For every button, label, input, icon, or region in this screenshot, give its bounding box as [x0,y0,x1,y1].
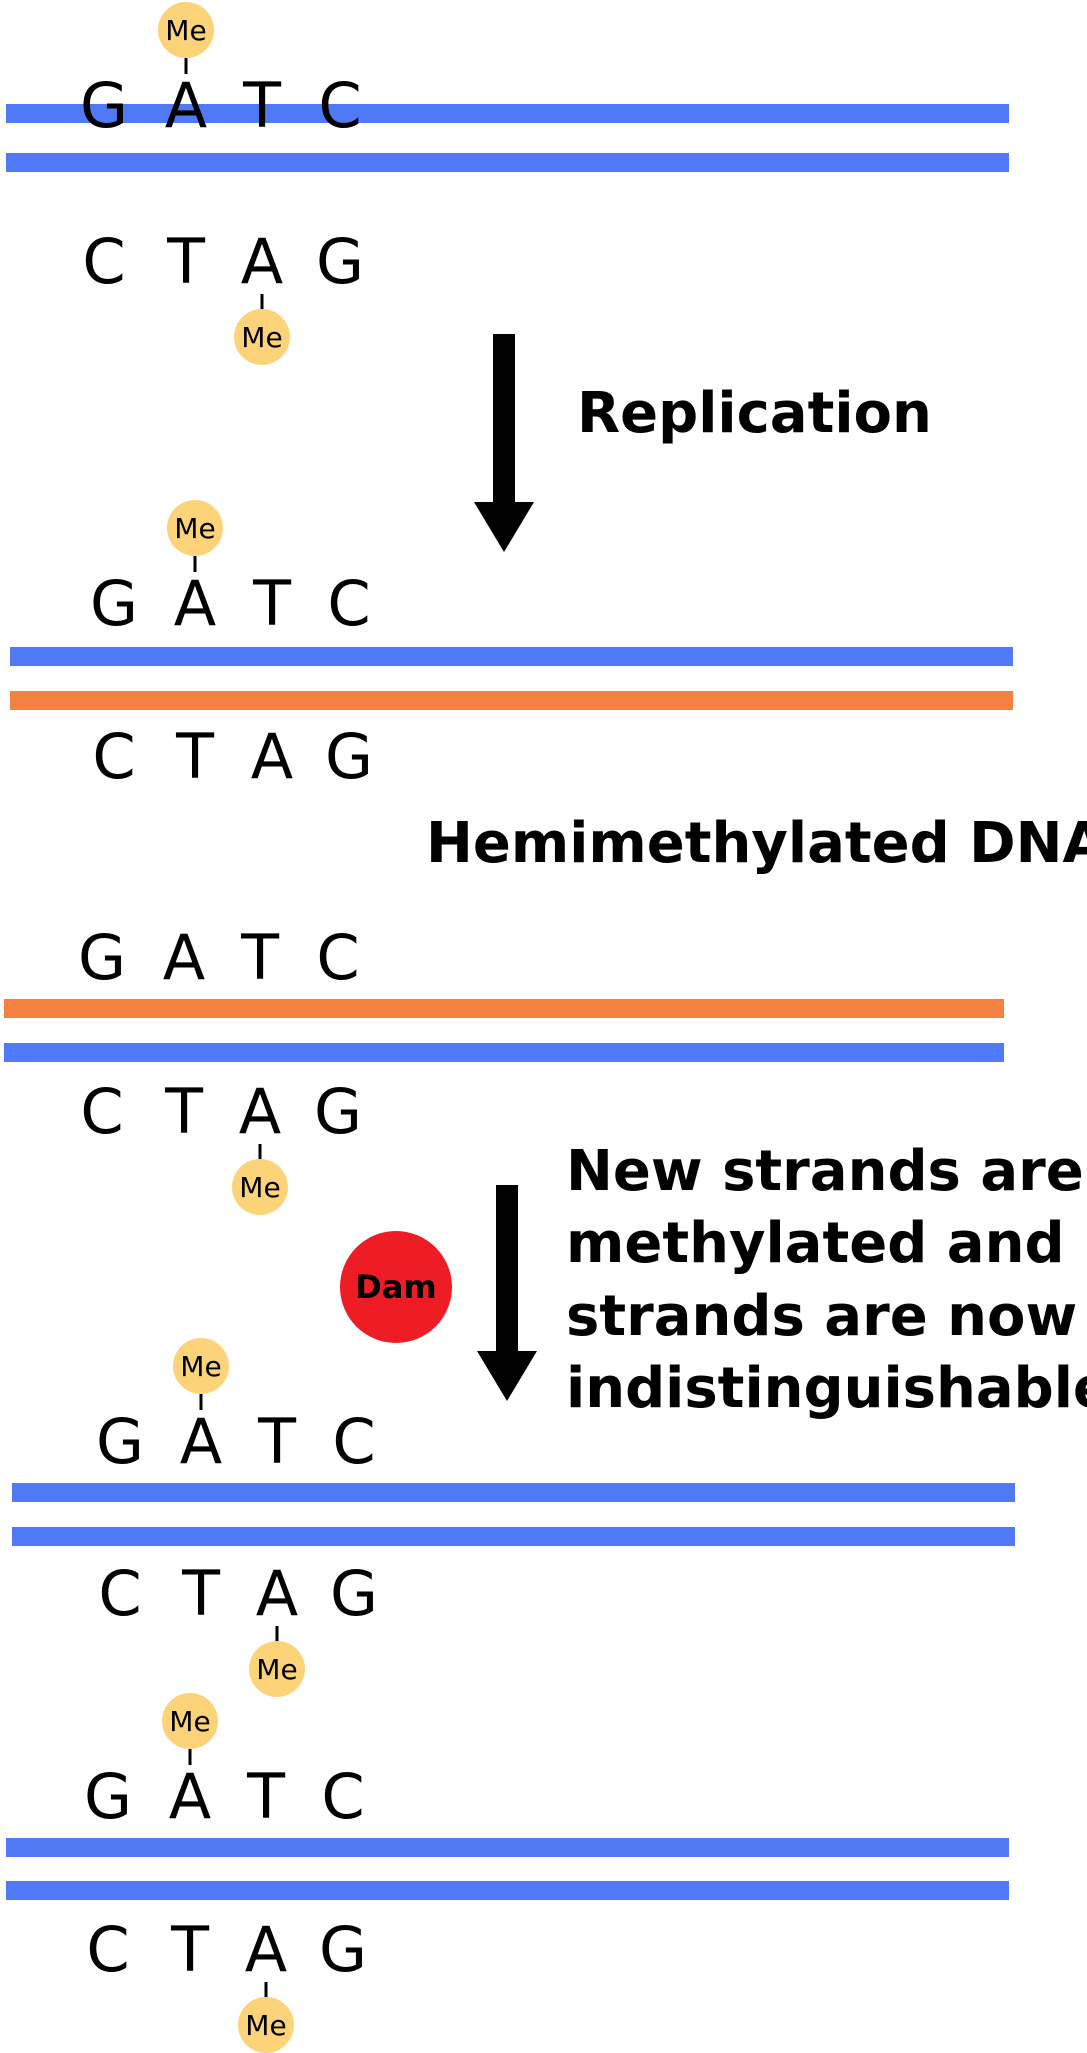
base-label: C [86,1913,130,1986]
replication-label: Replication [577,381,932,446]
base-label: A [244,1913,288,1986]
methyl-group-icon: Me [158,2,214,58]
base-label: G [329,1557,379,1630]
top-strand [4,999,1004,1018]
base-label: G [79,69,129,142]
top-strand [6,104,1009,123]
methyl-bond [193,556,197,572]
base-label: C [316,921,360,994]
base-label: G [89,567,139,640]
base-label: A [168,1760,212,1833]
top-strand [12,1483,1015,1502]
replication-arrow-shaft [493,334,515,504]
methyl-bond [258,1144,262,1160]
methylation-note-line: New strands are [566,1139,1084,1204]
methylation-note-line: indistinguishable [566,1356,1087,1421]
top-strand [6,1838,1009,1857]
base-label: C [98,1557,142,1630]
base-label: T [165,1075,203,1148]
bottom-strand [4,1043,1004,1062]
methyl-bond [275,1626,279,1642]
base-label: G [318,1913,368,1986]
base-label: T [241,921,279,994]
base-label: C [318,69,362,142]
base-label: G [95,1405,145,1478]
methyl-group-icon: Me [162,1693,218,1749]
bottom-strand [12,1527,1015,1546]
bottom-strand [6,1881,1009,1900]
base-label: A [250,720,294,793]
base-label: T [258,1405,296,1478]
base-label: T [243,69,281,142]
methyl-bond [260,294,264,310]
base-label: T [182,1557,220,1630]
methyl-bond [188,1749,192,1765]
base-label: C [332,1405,376,1478]
replication-arrow-head-icon [474,502,534,552]
base-label: G [77,921,127,994]
base-label: G [313,1075,363,1148]
methyl-group-icon: Me [173,1338,229,1394]
bottom-strand [10,691,1013,710]
methyl-group-icon: Me [238,1997,294,2053]
methylation-note-line: methylated and [566,1211,1065,1276]
hemimethylated-label: Hemimethylated DNA [426,811,1087,876]
base-label: T [247,1760,285,1833]
base-label: A [238,1075,282,1148]
dam-enzyme-icon: Dam [340,1231,452,1343]
methyl-bond [264,1982,268,1998]
methyl-group-icon: Me [249,1641,305,1697]
base-label: C [92,720,136,793]
base-label: A [240,225,284,298]
top-strand [10,647,1013,666]
base-label: C [321,1760,365,1833]
base-label: A [255,1557,299,1630]
methyl-group-icon: Me [232,1159,288,1215]
base-label: A [162,921,206,994]
methyl-group-icon: Me [167,500,223,556]
methylation-arrow-shaft [496,1185,518,1353]
base-label: A [164,69,208,142]
base-label: T [171,1913,209,1986]
base-label: T [253,567,291,640]
base-label: C [327,567,371,640]
methyl-bond [184,58,188,74]
base-label: T [176,720,214,793]
base-label: A [179,1405,223,1478]
base-label: C [82,225,126,298]
bottom-strand [6,153,1009,172]
methyl-bond [199,1394,203,1410]
methyl-group-icon: Me [234,309,290,365]
methylation-note-line: strands are now [566,1284,1078,1349]
base-label: G [324,720,374,793]
base-label: G [83,1760,133,1833]
base-label: A [173,567,217,640]
base-label: T [167,225,205,298]
methylation-arrow-head-icon [477,1351,537,1401]
base-label: C [80,1075,124,1148]
base-label: G [315,225,365,298]
